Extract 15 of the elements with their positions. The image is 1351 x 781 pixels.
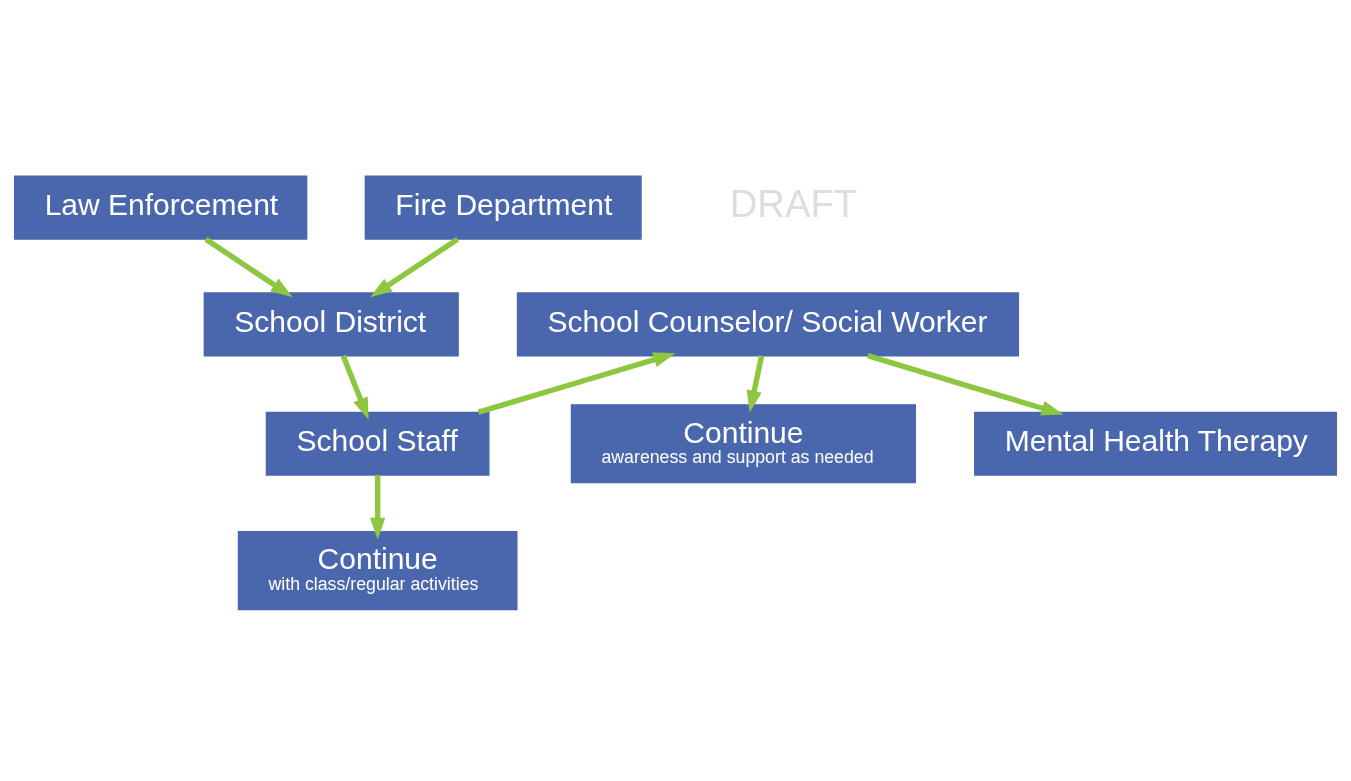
- arrow: [204, 236, 293, 298]
- arrow: [370, 236, 460, 298]
- node-box: Fire Department: [364, 175, 642, 240]
- node-box: School Staff: [265, 411, 490, 476]
- arrow: [746, 355, 765, 413]
- arrow: [369, 475, 386, 540]
- node-box: Continue with class/regular activities: [237, 531, 518, 611]
- arrow: [477, 352, 676, 415]
- node-box: School District: [203, 292, 459, 357]
- arrow: [867, 353, 1064, 416]
- node-box: School Counselor/ Social Worker: [516, 292, 1020, 357]
- node-box: Continue awareness and support as needed: [570, 404, 917, 484]
- node-box: Mental Health Therapy: [974, 411, 1338, 476]
- node-box: Law Enforcement: [13, 175, 308, 240]
- arrow: [340, 354, 369, 420]
